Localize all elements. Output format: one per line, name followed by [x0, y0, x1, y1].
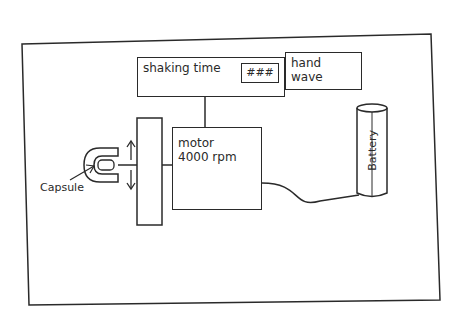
capsule-holder: [84, 148, 118, 182]
motor-shaft: [162, 164, 172, 166]
node-text: motor 4000 rpm: [173, 128, 243, 167]
shaker-plate: [137, 118, 162, 225]
part-label: Capsule: [40, 181, 84, 194]
time-display: ###: [241, 63, 279, 83]
paper-border: [22, 34, 440, 305]
control-line: [204, 97, 206, 127]
power-wire: [262, 183, 359, 203]
capsule-rod: [118, 164, 137, 166]
capsule-leader: [70, 165, 94, 180]
control-box: shaking time###: [137, 57, 285, 97]
node-text: Battery: [366, 130, 379, 171]
node-text: hand wave: [286, 53, 361, 87]
motor-box: motor 4000 rpm: [172, 127, 262, 210]
capsule-symbol: [98, 160, 114, 170]
motion-arrows: [127, 141, 135, 189]
battery-cell: Battery: [355, 103, 389, 198]
node-text: ###: [242, 64, 278, 82]
sensor-box: hand wave: [285, 52, 362, 90]
